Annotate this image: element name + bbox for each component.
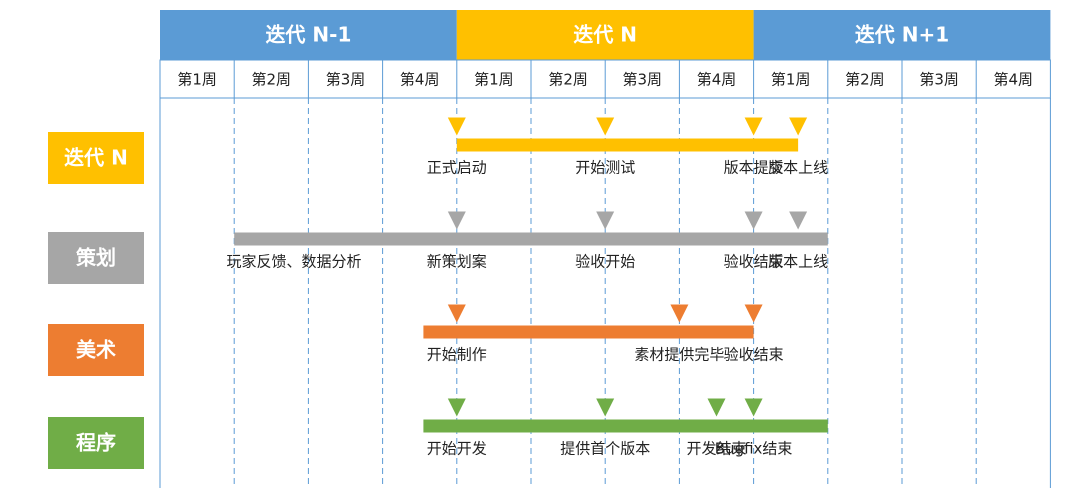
- milestone-marker: [789, 211, 808, 230]
- milestone-marker: [596, 398, 615, 417]
- milestone-label: 正式启动: [427, 159, 487, 177]
- week-label: 第4周: [697, 71, 737, 89]
- week-label: 第1周: [177, 71, 217, 89]
- week-label: 第2周: [845, 71, 885, 89]
- milestone-label: 提供首个版本: [560, 440, 650, 458]
- week-label: 第3周: [326, 71, 366, 89]
- milestone-label: Bugfix结束: [715, 440, 793, 458]
- iteration-header: [753, 10, 1051, 60]
- milestone-label: 版本上线: [768, 159, 828, 177]
- milestone-label: 开始制作: [427, 346, 487, 364]
- row-label: 程序: [76, 431, 116, 455]
- row-label-box: [48, 232, 144, 284]
- timeline-bar: [423, 325, 754, 339]
- milestone-marker: [744, 398, 763, 417]
- milestone-marker: [447, 211, 466, 230]
- milestone-marker: [447, 398, 466, 417]
- milestone-label: 验收结束: [724, 346, 784, 364]
- week-label: 第3周: [623, 71, 663, 89]
- milestone-label: 新策划案: [427, 253, 487, 271]
- week-label: 第1周: [474, 71, 514, 89]
- row-label-box: [48, 417, 144, 469]
- milestone-label: 验收结束: [724, 253, 784, 271]
- iteration-header: [160, 10, 457, 60]
- milestone-label: 开发结束: [686, 440, 746, 458]
- bar-label: 玩家反馈、数据分析: [226, 253, 361, 271]
- week-label: 第4周: [994, 71, 1034, 89]
- iteration-header-label: 迭代 N: [573, 23, 637, 47]
- week-label: 第3周: [919, 71, 959, 89]
- milestone-label: 版本提交: [724, 159, 784, 177]
- milestone-label: 素材提供完毕: [634, 346, 724, 364]
- timeline-bar: [456, 138, 799, 152]
- milestone-marker: [789, 117, 808, 136]
- week-label: 第4周: [400, 71, 440, 89]
- milestone-marker: [670, 304, 689, 323]
- timeline-bar: [234, 232, 828, 246]
- milestone-marker: [744, 117, 763, 136]
- week-label: 第1周: [771, 71, 811, 89]
- milestone-marker: [707, 398, 726, 417]
- iteration-header-label: 迭代 N+1: [855, 23, 949, 47]
- milestone-marker: [596, 211, 615, 230]
- milestone-marker: [744, 211, 763, 230]
- milestone-label: 开始开发: [427, 440, 487, 458]
- row-label: 美术: [76, 338, 116, 362]
- milestone-label: 验收开始: [575, 253, 635, 271]
- row-label: 策划: [76, 246, 116, 270]
- week-label: 第2周: [252, 71, 292, 89]
- milestone-marker: [447, 117, 466, 136]
- timeline-bar: [423, 419, 828, 433]
- iteration-header: [456, 10, 754, 60]
- row-label-box: [48, 132, 144, 184]
- milestone-label: 开始测试: [575, 159, 635, 177]
- row-label: 迭代 N: [64, 146, 128, 170]
- milestone-marker: [596, 117, 615, 136]
- row-label-box: [48, 324, 144, 376]
- week-label: 第2周: [548, 71, 588, 89]
- milestone-marker: [447, 304, 466, 323]
- milestone-label: 版本上线: [768, 253, 828, 271]
- iteration-header-label: 迭代 N-1: [265, 23, 351, 47]
- milestone-marker: [744, 304, 763, 323]
